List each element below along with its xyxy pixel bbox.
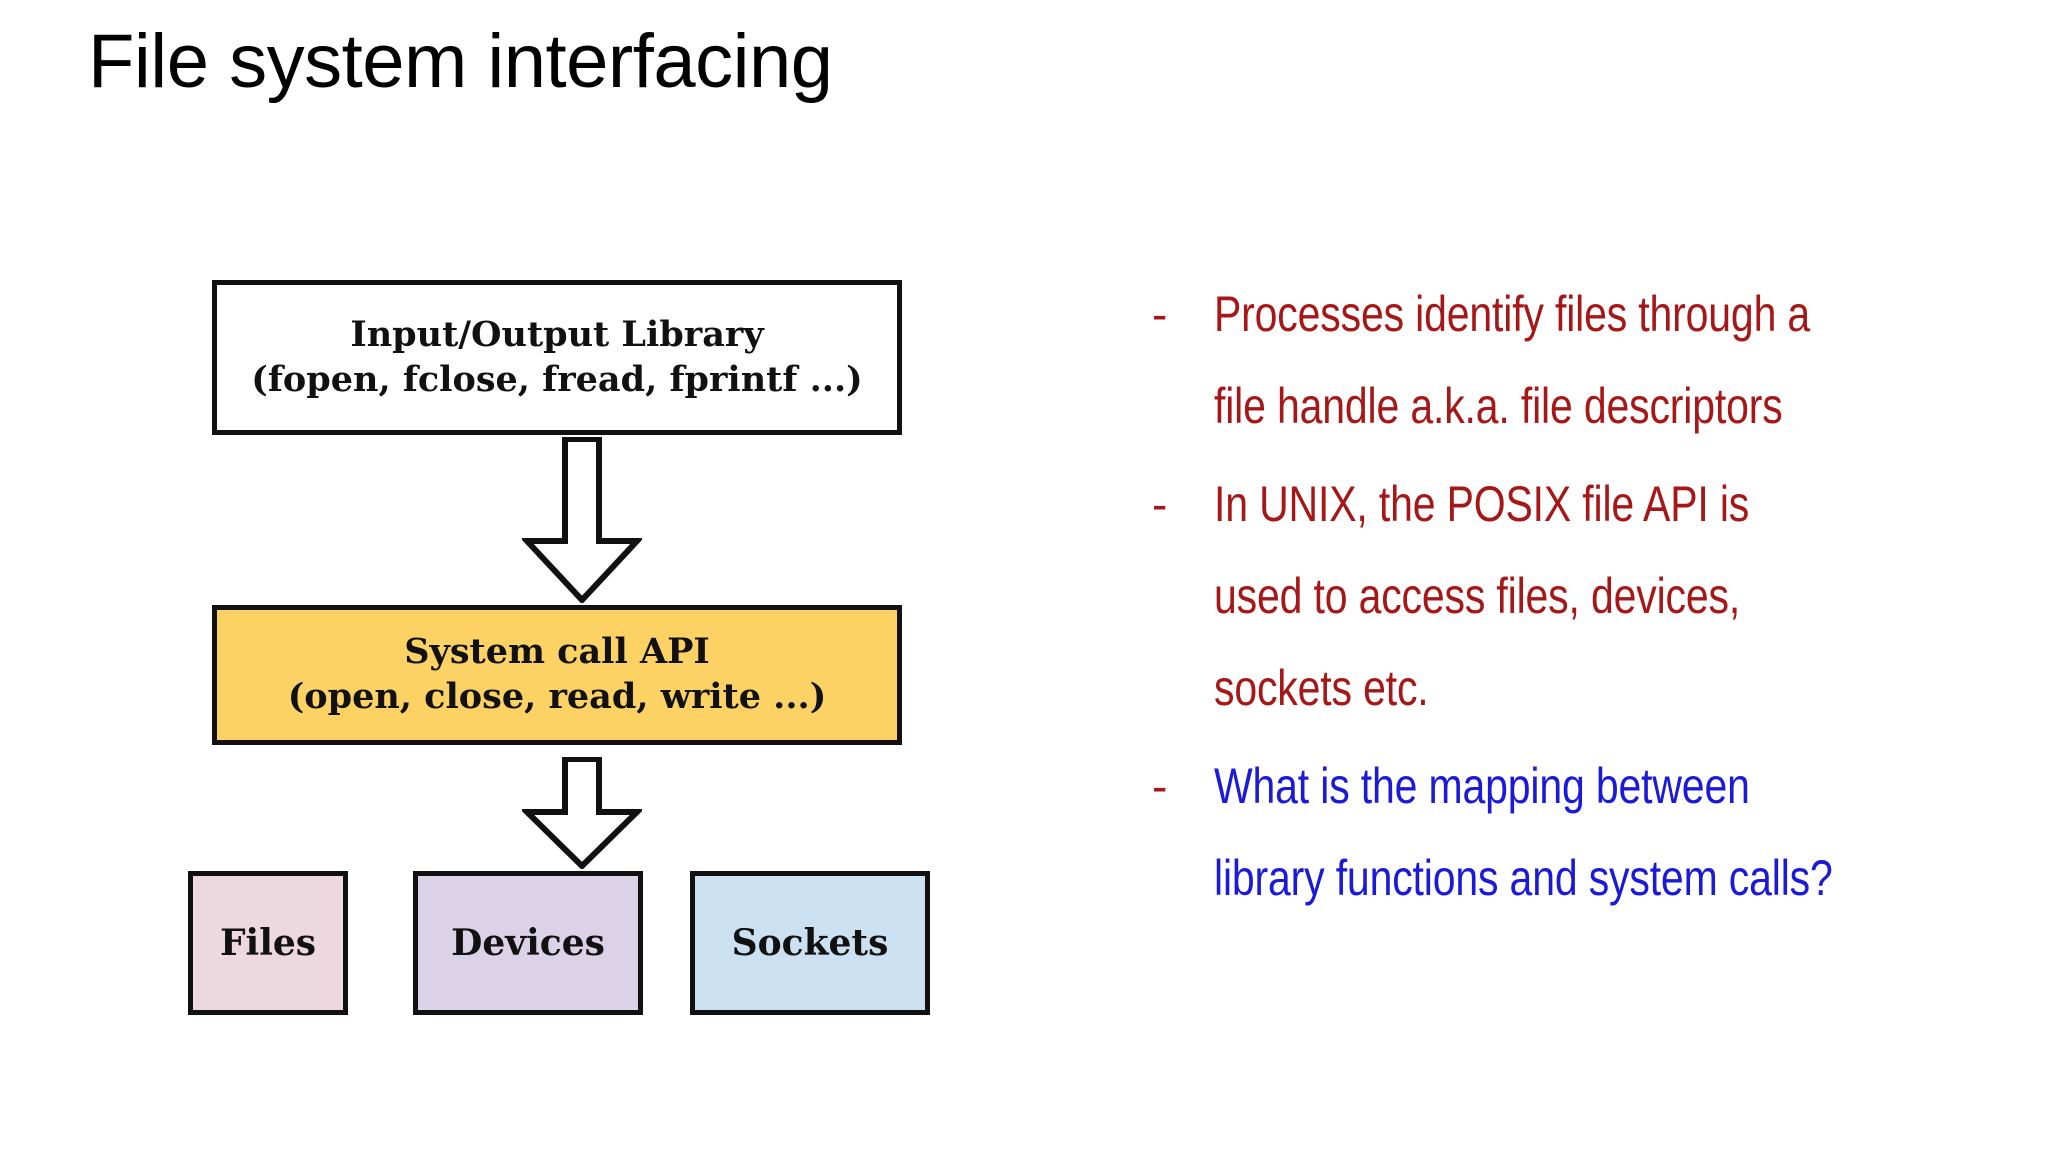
bullet-marker-icon: - — [1152, 760, 1168, 812]
bullet-item-2-text: In UNIX, the POSIX file API is used to a… — [1214, 476, 1750, 716]
bullet-item-1: - Processes identify files through a fil… — [1152, 268, 1982, 452]
diagram-box-devices: Devices — [413, 871, 643, 1015]
page-title: File system interfacing — [88, 19, 833, 104]
down-arrow-icon-io-to-syscall — [522, 437, 642, 603]
diagram-box-system-call-api: System call API (open, close, read, writ… — [212, 605, 902, 745]
box-io-library-line1: Input/Output Library — [350, 313, 764, 355]
bullet-marker-icon: - — [1152, 288, 1168, 340]
diagram-box-io-library: Input/Output Library (fopen, fclose, fre… — [212, 280, 902, 435]
bullet-marker-icon: - — [1152, 478, 1168, 530]
bullet-list: - Processes identify files through a fil… — [1152, 268, 1982, 930]
diagram-box-files: Files — [188, 871, 348, 1015]
bullet-item-2: - In UNIX, the POSIX file API is used to… — [1152, 458, 1982, 734]
box-files-label: Files — [219, 922, 317, 964]
box-io-library-line2: (fopen, fclose, fread, fprintf ...) — [251, 358, 863, 400]
down-arrow-icon-syscall-to-resources — [522, 757, 642, 869]
box-devices-label: Devices — [451, 922, 605, 964]
box-sockets-label: Sockets — [731, 922, 889, 964]
box-system-call-api-line1: System call API — [404, 631, 710, 673]
file-system-layer-diagram: Input/Output Library (fopen, fclose, fre… — [188, 280, 930, 1015]
diagram-box-sockets: Sockets — [690, 871, 930, 1015]
bullet-item-3: - What is the mapping between library fu… — [1152, 740, 1982, 924]
box-system-call-api-line2: (open, close, read, write ...) — [287, 676, 827, 717]
bullet-item-1-text: Processes identify files through a file … — [1214, 286, 1811, 434]
bullet-item-3-text: What is the mapping between library func… — [1214, 758, 1833, 906]
